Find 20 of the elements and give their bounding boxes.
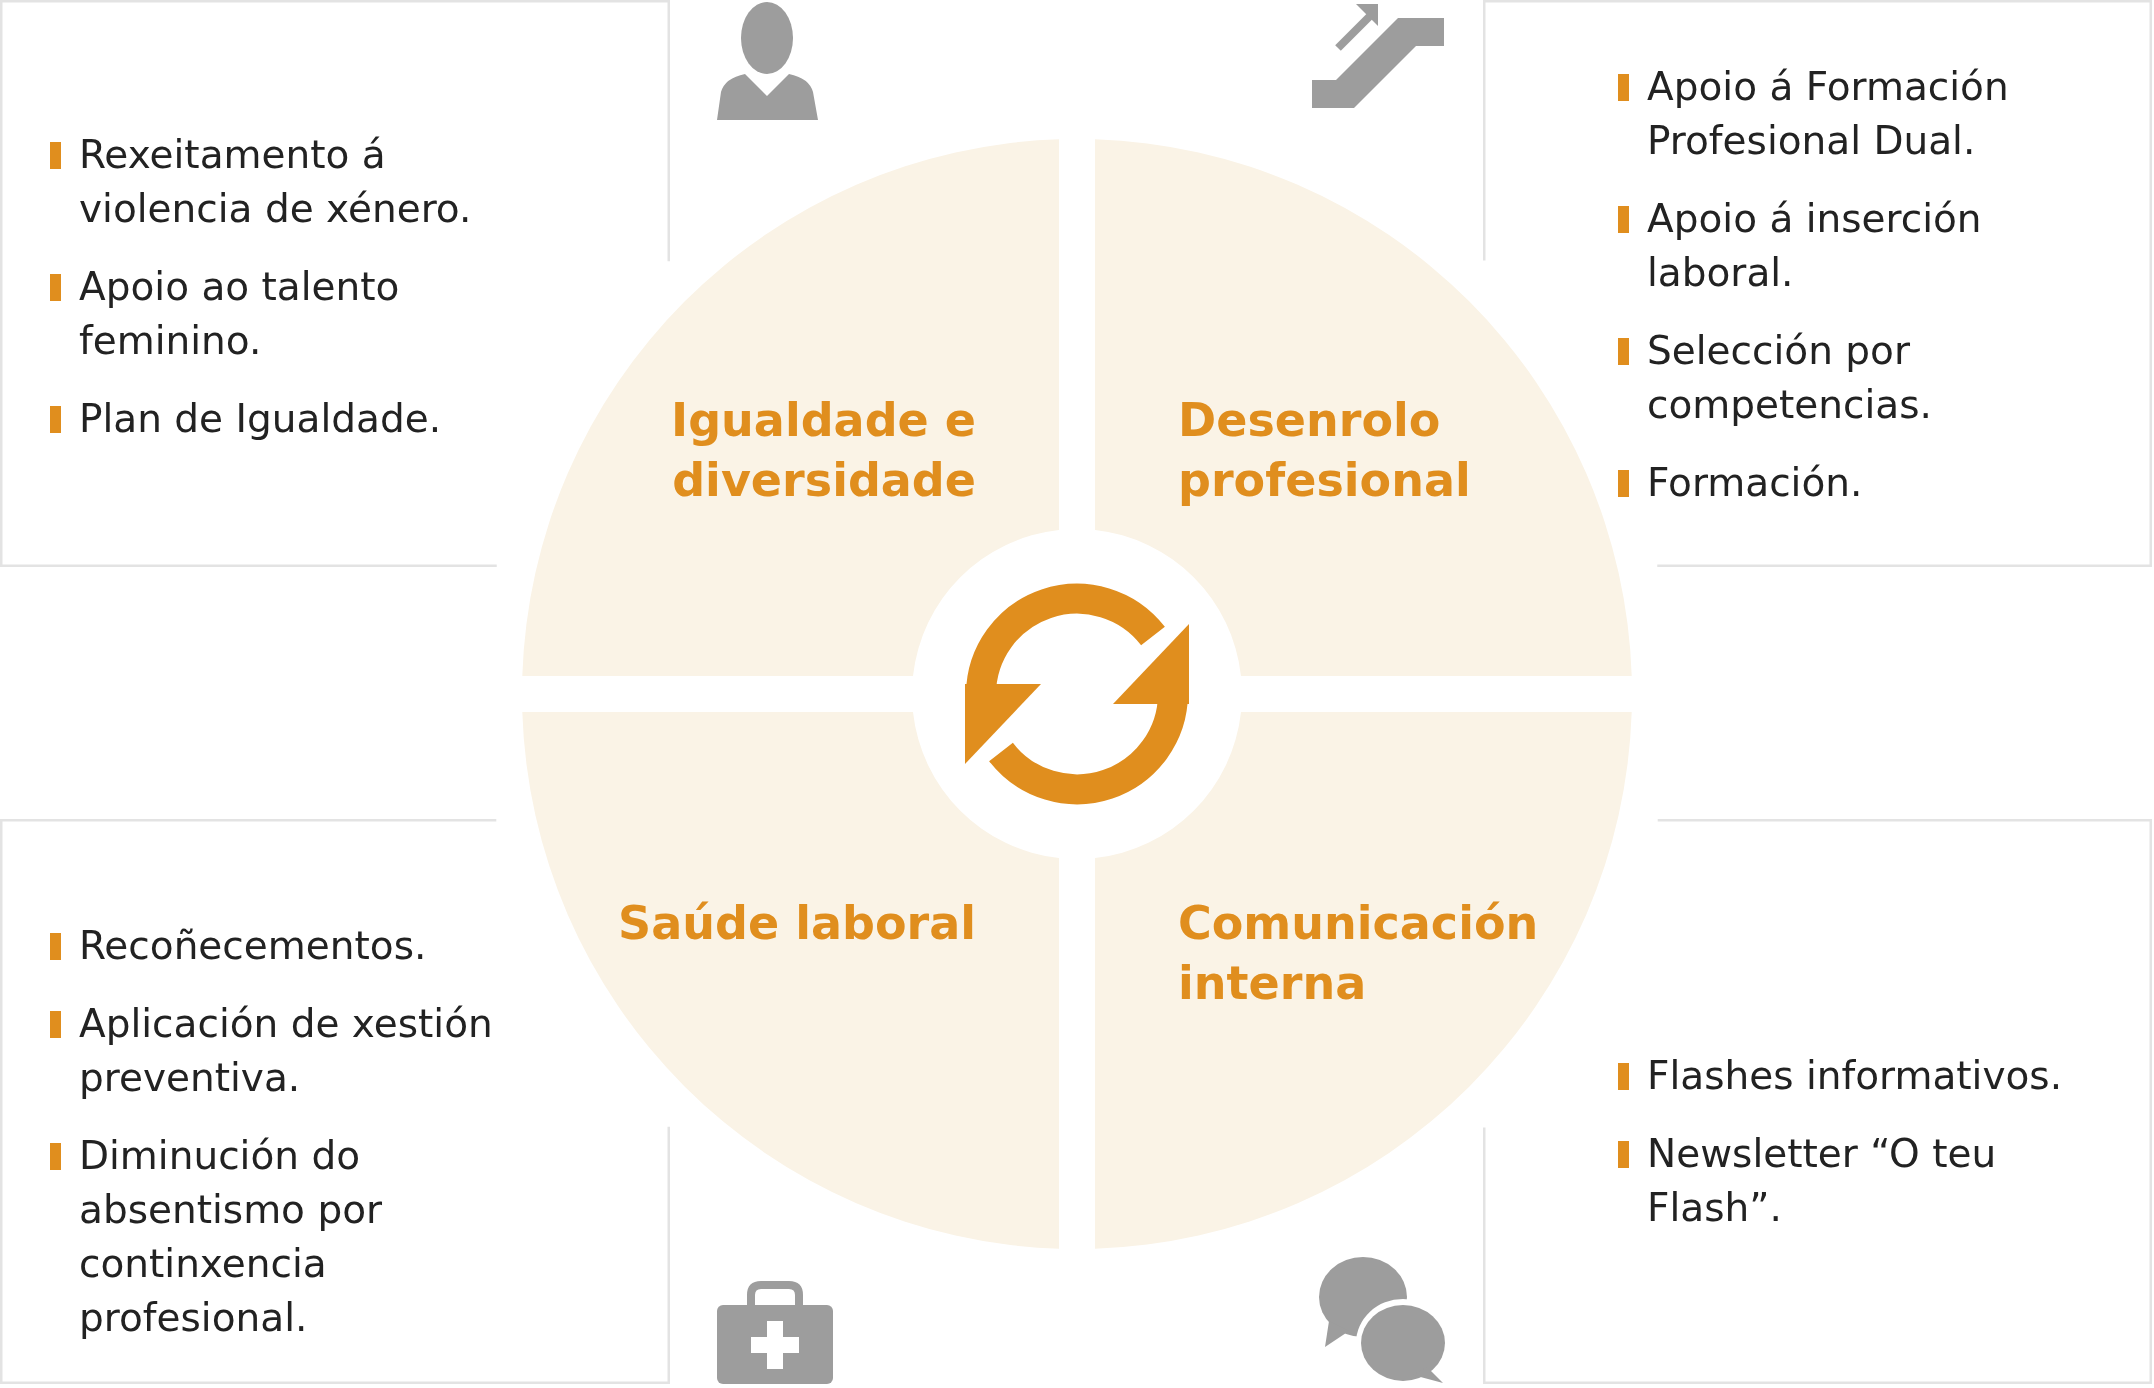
quadrant-segment	[522, 712, 1059, 1249]
quadrant-heading: Desenrolo profesional	[1178, 392, 1472, 509]
list-item: Flashes informativos.	[1647, 1052, 2064, 1100]
quadrant-segment	[522, 139, 1059, 676]
quadrant-heading: Saúde laboral	[617, 895, 976, 952]
list-item: Selección por competencias.	[1647, 327, 1933, 429]
quadrant-segment	[1095, 139, 1632, 676]
quadrant-heading: Igualdade e diversidade	[670, 392, 976, 509]
list-item: Aplicación de xestión preventiva.	[79, 1000, 494, 1102]
list-item: Newsletter “O teu Flash”.	[1647, 1130, 1998, 1232]
list-item: Apoio á inserción laboral.	[1647, 195, 1983, 297]
list-item: Apoio á Formación Profesional Dual.	[1647, 63, 2010, 165]
list-item: Diminución do absentismo por continxencia profesional.	[79, 1132, 384, 1342]
list-item: Recoñecementos.	[79, 922, 428, 970]
quadrant-segment	[1095, 712, 1632, 1249]
quadrant-heading: Comunicación interna	[1178, 895, 1540, 1012]
list-item: Plan de Igualdade.	[79, 395, 443, 443]
list-item: Apoio ao talento feminino.	[79, 263, 401, 365]
list-item: Formación.	[1647, 459, 1864, 507]
list-item: Rexeitamento á violencia de xénero.	[79, 131, 473, 233]
